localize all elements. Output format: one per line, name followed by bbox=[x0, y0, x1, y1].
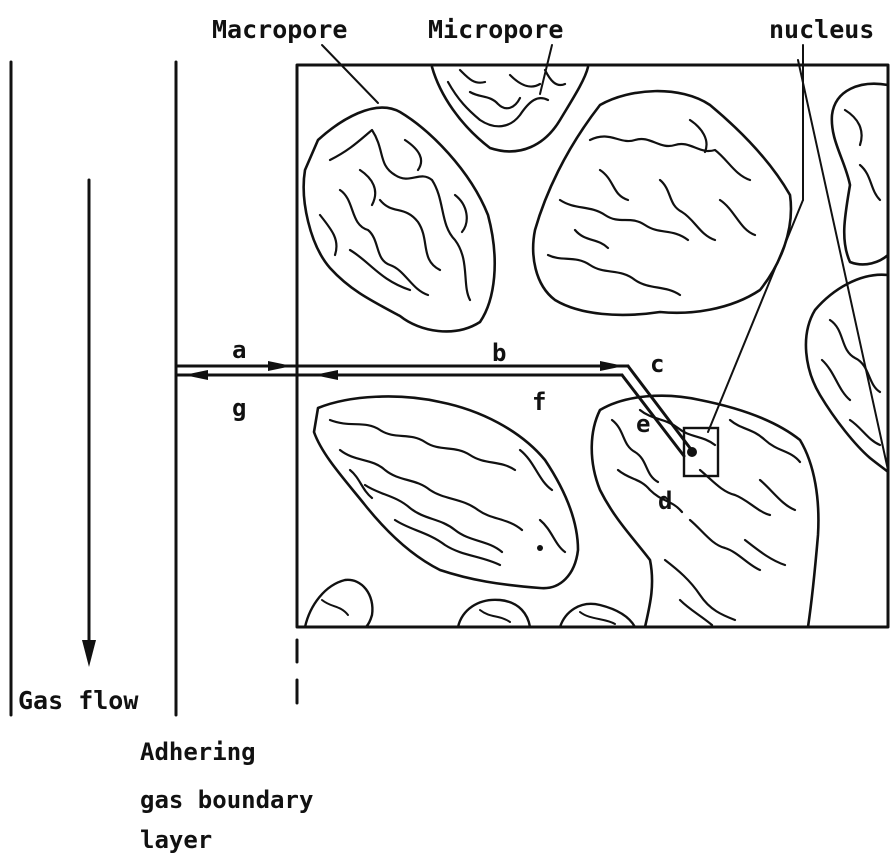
step-label-f: f bbox=[532, 388, 546, 416]
boundary-layer-label-line1: Adhering bbox=[140, 738, 256, 766]
boundary-layer-label-line3: layer bbox=[140, 826, 212, 854]
step-label-g: g bbox=[232, 394, 246, 422]
particle-box bbox=[297, 65, 888, 627]
grain-upper-left bbox=[304, 108, 495, 332]
step-label-c: c bbox=[650, 350, 664, 378]
boundary-layer-label-line2: gas boundary bbox=[140, 786, 313, 814]
step-label-b: b bbox=[492, 339, 506, 367]
path-b-arrowhead bbox=[600, 361, 624, 371]
grain-bottom-fragments bbox=[305, 580, 635, 627]
step-label-e: e bbox=[636, 410, 650, 438]
path-f-arrowhead bbox=[314, 370, 338, 380]
gas-flow-arrowhead bbox=[82, 640, 96, 667]
micropore-label: Micropore bbox=[428, 15, 563, 44]
gas-flow-label: Gas flow bbox=[18, 686, 139, 715]
step-label-a: a bbox=[232, 336, 246, 364]
grain-lower-left bbox=[314, 396, 578, 588]
grain-lower-center bbox=[592, 396, 819, 627]
micropore-pointer bbox=[540, 45, 552, 94]
right-boundary-diagonal bbox=[798, 60, 888, 470]
grain-top-center bbox=[432, 67, 588, 151]
grain-upper-right bbox=[533, 91, 791, 315]
path-g-arrowhead bbox=[184, 370, 208, 380]
nucleus-label: nucleus bbox=[769, 15, 874, 44]
path-e-line bbox=[622, 375, 684, 456]
path-a-arrowhead bbox=[268, 361, 292, 371]
macropore-pointer bbox=[322, 45, 378, 103]
step-label-d: d bbox=[658, 487, 672, 515]
macropore-label: Macropore bbox=[212, 15, 347, 44]
